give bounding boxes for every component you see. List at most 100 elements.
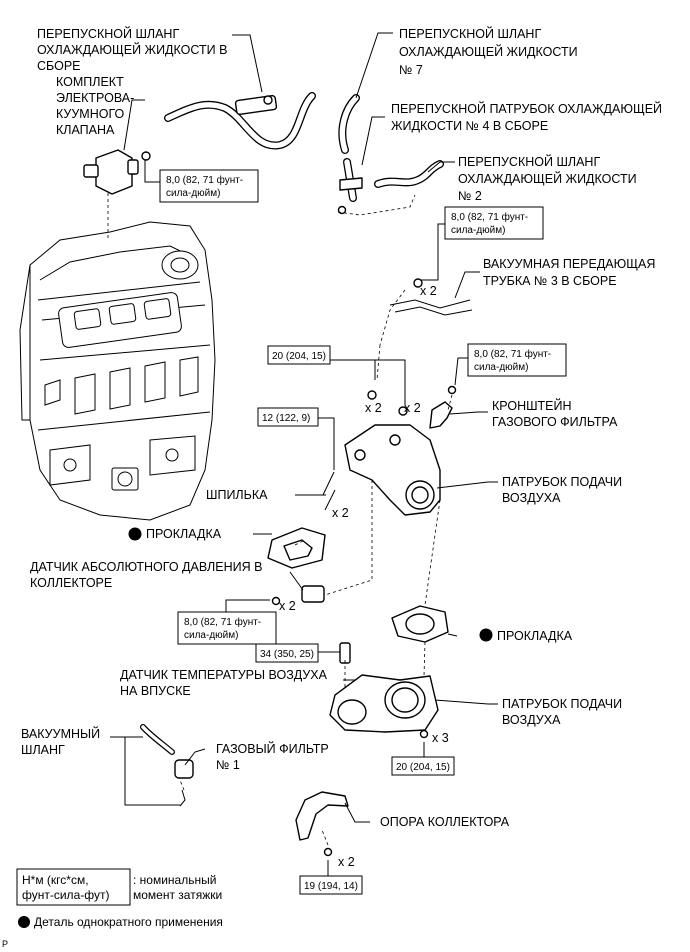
label-vacuum-hose: ВАКУУМНЫЙ ШЛАНГ — [21, 726, 100, 757]
svg-text:ДАТЧИК АБСОЛЮТНОГО ДАВЛЕНИЯ В: ДАТЧИК АБСОЛЮТНОГО ДАВЛЕНИЯ В — [30, 560, 262, 574]
label-gasket-2: ПРОКЛАДКА — [479, 628, 573, 643]
legend-single-use: Деталь однократного применения — [18, 915, 223, 929]
manifold-stay-part — [295, 791, 349, 857]
torque-box-stud: 12 (122, 9) — [257, 407, 319, 427]
stud-part — [322, 471, 336, 511]
bypass-hose-2-part — [374, 160, 444, 188]
label-bypass-hose-assy: ПЕРЕПУСКНОЙ ШЛАНГ ОХЛАЖДАЮЩЕЙ ЖИДКОСТИ В… — [37, 26, 227, 73]
label-gas-filter-1: ГАЗОВЫЙ ФИЛЬТР № 1 — [216, 741, 329, 772]
svg-text:8,0 (82, 71 фунт-: 8,0 (82, 71 фунт- — [166, 174, 243, 186]
map-sensor-part — [271, 585, 325, 606]
svg-text:ПЕРЕПУСКНОЙ ШЛАНГ: ПЕРЕПУСКНОЙ ШЛАНГ — [458, 154, 600, 169]
svg-text:ЭЛЕКТРОВА-: ЭЛЕКТРОВА- — [56, 91, 134, 105]
svg-text:КЛАПАНА: КЛАПАНА — [56, 123, 115, 137]
label-stud: ШПИЛЬКА — [206, 488, 268, 502]
svg-text:сила-дюйм): сила-дюйм) — [166, 188, 220, 199]
qty-lower-bolts: x 3 — [432, 731, 449, 745]
svg-text:№ 1: № 1 — [216, 758, 240, 772]
gasket-2-part — [391, 605, 449, 643]
svg-text:8,0 (82, 71 фунт-: 8,0 (82, 71 фунт- — [474, 348, 551, 360]
svg-text:КОМПЛЕКТ: КОМПЛЕКТ — [56, 75, 124, 89]
svg-text:СБОРЕ: СБОРЕ — [37, 59, 81, 73]
svg-text:ГАЗОВЫЙ ФИЛЬТР: ГАЗОВЫЙ ФИЛЬТР — [216, 741, 329, 756]
svg-text:ВАКУУМНАЯ ПЕРЕДАЮЩАЯ: ВАКУУМНАЯ ПЕРЕДАЮЩАЯ — [483, 257, 655, 271]
vacuum-hose-part — [140, 724, 175, 755]
qty-stay: x 2 — [338, 855, 355, 869]
svg-text:Деталь однократного применения: Деталь однократного применения — [34, 915, 223, 929]
bypass-pipe-4-part — [337, 158, 363, 215]
torque-box-iat-sensor: 34 (350, 25) — [255, 643, 319, 663]
bypass-hose-7-part — [338, 94, 360, 154]
single-use-marker-icon — [18, 916, 30, 928]
qty-connector-left: x 2 — [365, 401, 382, 415]
torque-box-map-sensor: 8,0 (82, 71 фунт- сила-дюйм) — [177, 611, 277, 645]
svg-text:ГАЗОВОГО ФИЛЬТРА: ГАЗОВОГО ФИЛЬТРА — [492, 415, 618, 429]
svg-text:ШЛАНГ: ШЛАНГ — [21, 743, 65, 757]
gasket-1-part — [267, 527, 326, 569]
label-bypass-hose-2: ПЕРЕПУСКНОЙ ШЛАНГ ОХЛАЖДАЮЩЕЙ ЖИДКОСТИ №… — [458, 154, 637, 203]
gas-filter-1-part — [174, 759, 194, 807]
label-vsv-assy: КОМПЛЕКТ ЭЛЕКТРОВА- КУУМНОГО КЛАПАНА — [56, 75, 134, 137]
svg-text:ВОЗДУХА: ВОЗДУХА — [502, 713, 561, 727]
svg-text:ПЕРЕПУСКНОЙ ШЛАНГ: ПЕРЕПУСКНОЙ ШЛАНГ — [399, 26, 541, 41]
svg-text:ПРОКЛАДКА: ПРОКЛАДКА — [146, 527, 222, 541]
svg-text:8,0 (82, 71 фунт-: 8,0 (82, 71 фунт- — [184, 616, 261, 628]
torque-box-connector-bolts: 20 (204, 15) — [267, 345, 331, 365]
svg-text:ОХЛАЖДАЮЩЕЙ ЖИДКОСТИ: ОХЛАЖДАЮЩЕЙ ЖИДКОСТИ — [399, 44, 578, 59]
svg-text:ПРОКЛАДКА: ПРОКЛАДКА — [497, 629, 573, 643]
label-manifold-stay: ОПОРА КОЛЛЕКТОРА — [380, 815, 510, 829]
vsv-part — [83, 149, 151, 195]
svg-text:12 (122, 9): 12 (122, 9) — [262, 413, 310, 424]
svg-text:8,0 (82, 71 фунт-: 8,0 (82, 71 фунт- — [451, 211, 528, 223]
svg-text:ОХЛАЖДАЮЩЕЙ ЖИДКОСТИ В: ОХЛАЖДАЮЩЕЙ ЖИДКОСТИ В — [37, 42, 227, 57]
svg-text:34 (350, 25): 34 (350, 25) — [260, 649, 314, 660]
assembly-guide-lines — [107, 193, 453, 846]
svg-text:20 (204, 15): 20 (204, 15) — [396, 762, 450, 773]
qty-connector-right: x 2 — [404, 401, 421, 415]
svg-text:сила-дюйм): сила-дюйм) — [451, 225, 505, 236]
label-intake-air-connector-2: ПАТРУБОК ПОДАЧИ ВОЗДУХА — [502, 697, 622, 727]
svg-text:КРОНШТЕЙН: КРОНШТЕЙН — [492, 398, 572, 413]
svg-text:ПЕРЕПУСКНОЙ ШЛАНГ: ПЕРЕПУСКНОЙ ШЛАНГ — [37, 26, 179, 41]
corner-mark: P — [2, 939, 8, 949]
label-bypass-pipe-4: ПЕРЕПУСКНОЙ ПАТРУБОК ОХЛАЖДАЮЩЕЙ ЖИДКОСТ… — [391, 101, 662, 133]
svg-text:20 (204, 15): 20 (204, 15) — [272, 351, 326, 362]
svg-text:ПАТРУБОК ПОДАЧИ: ПАТРУБОК ПОДАЧИ — [502, 697, 622, 711]
leader-lines — [110, 32, 498, 876]
label-map-sensor: ДАТЧИК АБСОЛЮТНОГО ДАВЛЕНИЯ В КОЛЛЕКТОРЕ — [30, 560, 262, 590]
torque-box-stay: 19 (194, 14) — [299, 875, 363, 895]
engine-block-illustration — [19, 221, 216, 521]
svg-text:ПЕРЕПУСКНОЙ ПАТРУБОК ОХЛАЖДАЮЩ: ПЕРЕПУСКНОЙ ПАТРУБОК ОХЛАЖДАЮЩЕЙ — [391, 101, 662, 116]
svg-text:ВОЗДУХА: ВОЗДУХА — [502, 491, 561, 505]
svg-text:ПАТРУБОК ПОДАЧИ: ПАТРУБОК ПОДАЧИ — [502, 475, 622, 489]
label-intake-air-connector-1: ПАТРУБОК ПОДАЧИ ВОЗДУХА — [502, 475, 622, 505]
legend: Н*м (кгс*см, фунт-сила-фут) : номинальны… — [16, 868, 223, 929]
svg-text:фунт-сила-фут): фунт-сила-фут) — [22, 888, 109, 902]
legend-torque-desc: : номинальный момент затяжки — [133, 873, 222, 902]
svg-text:КОЛЛЕКТОРЕ: КОЛЛЕКТОРЕ — [30, 576, 112, 590]
svg-text:№ 2: № 2 — [458, 189, 482, 203]
torque-box-vsv: 8,0 (82, 71 фунт- сила-дюйм) — [159, 169, 259, 203]
label-vacuum-pipe-3: ВАКУУМНАЯ ПЕРЕДАЮЩАЯ ТРУБКА № 3 В СБОРЕ — [483, 257, 655, 288]
svg-text:ОХЛАЖДАЮЩЕЙ ЖИДКОСТИ: ОХЛАЖДАЮЩЕЙ ЖИДКОСТИ — [458, 171, 637, 186]
qty-stud: x 2 — [332, 506, 349, 520]
qty-map-sensor: x 2 — [279, 599, 296, 613]
svg-text:КУУМНОГО: КУУМНОГО — [56, 107, 125, 121]
vacuum-pipe-3-part — [389, 278, 473, 316]
label-gas-filter-bracket: КРОНШТЕЙН ГАЗОВОГО ФИЛЬТРА — [492, 398, 618, 429]
lower-intake-air-connector-part — [329, 674, 439, 739]
torque-box-lower-bolts: 20 (204, 15) — [391, 756, 455, 776]
torque-box-bypass-pipe: 8,0 (82, 71 фунт- сила-дюйм) — [444, 206, 544, 240]
single-use-marker-icon — [479, 628, 493, 642]
svg-text:ДАТЧИК ТЕМПЕРАТУРЫ ВОЗДУХА: ДАТЧИК ТЕМПЕРАТУРЫ ВОЗДУХА — [120, 668, 328, 682]
svg-text:: номинальный: : номинальный — [133, 873, 216, 887]
single-use-marker-icon — [128, 527, 142, 541]
svg-text:ВАКУУМНЫЙ: ВАКУУМНЫЙ — [21, 726, 100, 741]
label-iat-sensor: ДАТЧИК ТЕМПЕРАТУРЫ ВОЗДУХА НА ВПУСКЕ — [120, 668, 328, 698]
svg-text:сила-дюйм): сила-дюйм) — [184, 630, 238, 641]
label-gasket-1: ПРОКЛАДКА — [128, 527, 222, 541]
gas-filter-bracket-part — [429, 385, 457, 429]
svg-text:Н*м (кгс*см,: Н*м (кгс*см, — [22, 873, 89, 887]
legend-torque-unit-box: Н*м (кгс*см, фунт-сила-фут) — [16, 868, 131, 906]
